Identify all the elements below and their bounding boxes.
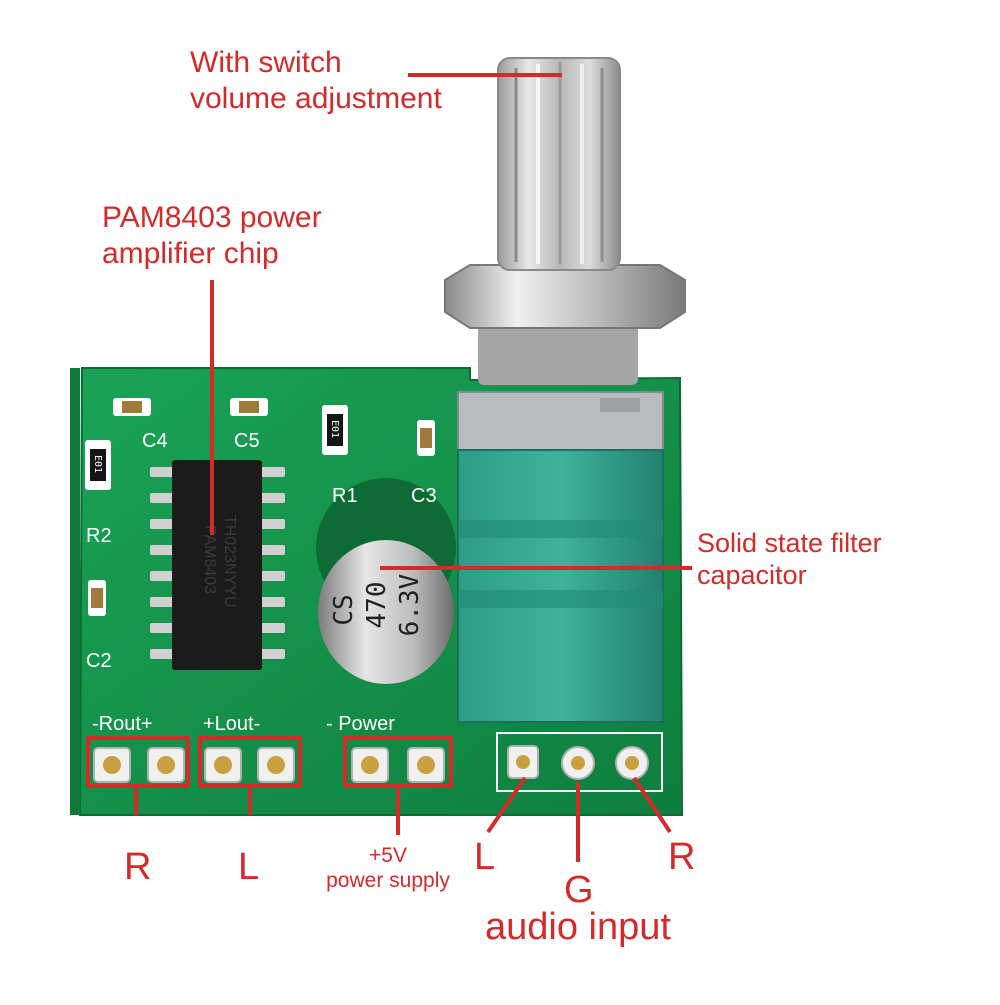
r2-code: E01: [92, 455, 103, 473]
capacitor-marking-1: CS: [329, 594, 359, 625]
volume-knob-shaft: [444, 57, 686, 385]
capacitor-label-line-2: capacitor: [697, 560, 807, 591]
input-left-label: L: [474, 836, 496, 878]
switch-volume-line-2: volume adjustment: [190, 82, 442, 115]
chip-marking-line-2: TH023NYYU: [221, 515, 238, 607]
power-supply-label: +5V power supply: [303, 843, 473, 893]
silkscreen-labels: C4 C5 R1 C3 R2 C2 -Rout+ +Lout- - Power: [86, 430, 437, 735]
capacitor-marking-3: 6.3V: [395, 574, 425, 637]
chip-marking-line-1: PAM8403: [201, 525, 218, 594]
silk-lout: +Lout-: [203, 713, 260, 735]
chip-label-line-1: PAM8403 power: [102, 201, 322, 234]
capacitor-label: Solid state filter capacitor: [697, 527, 882, 592]
input-right-label: R: [668, 836, 696, 878]
silk-c3: C3: [411, 485, 437, 507]
silk-power: - Power: [326, 713, 395, 735]
silk-r2: R2: [86, 525, 112, 547]
silk-c2: C2: [86, 650, 112, 672]
right-output-label: R: [124, 846, 152, 888]
input-ground-label: G: [564, 869, 594, 911]
silk-c4: C4: [142, 430, 168, 452]
annotation-leaders: [134, 73, 692, 862]
silk-c5: C5: [234, 430, 260, 452]
left-output-label: L: [238, 846, 260, 888]
resistor-codes: E01 E01: [92, 420, 340, 473]
amplifier-chip: PAM8403 TH023NYYU: [150, 460, 285, 670]
power-supply-line-2: power supply: [326, 869, 450, 893]
chip-label: PAM8403 power amplifier chip: [102, 200, 322, 272]
smd-components: [85, 398, 435, 616]
filter-capacitor: CS 470 6.3V: [316, 478, 456, 684]
r1-code: E01: [329, 420, 340, 438]
power-supply-line-1: +5V: [369, 844, 407, 867]
potentiometer: [457, 391, 664, 723]
capacitor-label-line-1: Solid state filter: [697, 528, 882, 558]
silk-r1: R1: [332, 485, 358, 507]
audio-input-label: audio input: [485, 906, 671, 948]
silk-rout: -Rout+: [92, 713, 153, 735]
chip-label-line-2: amplifier chip: [102, 237, 279, 270]
capacitor-marking-2: 470: [362, 582, 392, 629]
switch-volume-label: With switch volume adjustment: [190, 45, 442, 117]
switch-volume-line-1: With switch: [190, 46, 342, 79]
pin-headers: [86, 732, 663, 792]
